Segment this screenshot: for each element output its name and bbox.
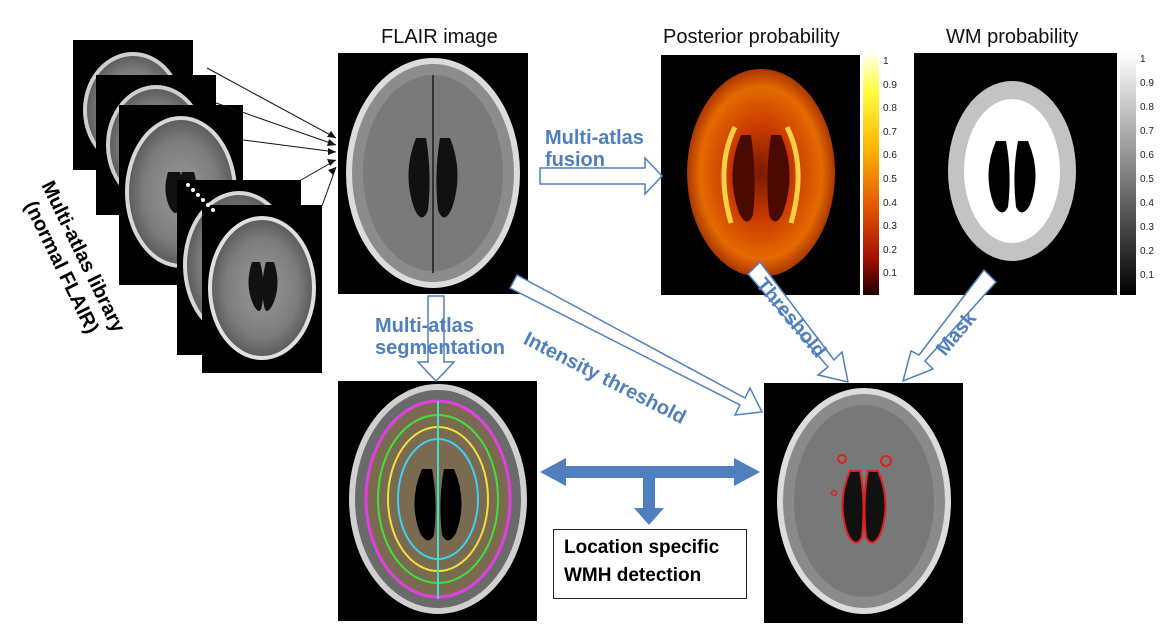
fusion-label-line1: Multi-atlas xyxy=(545,127,644,149)
colorbar-tick: 0.4 xyxy=(1140,198,1154,209)
colorbar-tick: 0.2 xyxy=(1140,246,1154,257)
wm-probability-panel xyxy=(914,53,1117,295)
fusion-label-line2: fusion xyxy=(545,149,605,171)
colorbar-tick: 0.6 xyxy=(1140,150,1154,161)
flair-image-panel xyxy=(338,53,528,294)
wmh-detection-panel xyxy=(764,383,963,623)
segmentation-arrow xyxy=(416,295,456,383)
colorbar-tick: 1 xyxy=(883,56,889,67)
wm-map xyxy=(948,81,1076,261)
fusion-label: Multi-atlas fusion xyxy=(545,127,644,171)
posterior-colorbar: 1 0.9 0.8 0.7 0.6 0.5 0.4 0.3 0.2 0.1 xyxy=(863,55,903,295)
fusion-arrow xyxy=(539,156,664,196)
posterior-probability-title: Posterior probability xyxy=(663,26,840,48)
bidirectional-arrow xyxy=(540,458,760,525)
wm-colorbar: 1 0.9 0.8 0.7 0.6 0.5 0.4 0.3 0.2 0.1 xyxy=(1120,53,1160,295)
segmentation-brain xyxy=(349,384,527,614)
wm-colorbar-gradient xyxy=(1120,53,1136,295)
colorbar-tick: 0.5 xyxy=(1140,174,1154,185)
flair-brain xyxy=(346,58,520,288)
wmh-brain xyxy=(777,388,951,614)
wm-probability-title: WM probability xyxy=(946,26,1079,48)
segmentation-label-line2: segmentation xyxy=(375,337,506,359)
colorbar-tick: 0.5 xyxy=(883,174,897,185)
result-box-line2: WMH detection xyxy=(564,565,702,586)
colorbar-tick: 0.9 xyxy=(1140,78,1154,89)
posterior-colorbar-gradient xyxy=(863,55,879,295)
segmentation-label: Multi-atlas segmentation xyxy=(375,315,505,359)
colorbar-tick: 0.2 xyxy=(883,244,897,256)
colorbar-tick: 0.3 xyxy=(1140,222,1154,233)
posterior-heatmap xyxy=(687,69,835,277)
colorbar-tick: 0.9 xyxy=(883,79,897,91)
colorbar-tick: 0.4 xyxy=(883,197,897,209)
location-specific-wmh-box: Location specific WMH detection xyxy=(553,529,747,599)
atlas-slice-5 xyxy=(202,205,322,373)
colorbar-tick: 0.3 xyxy=(883,221,897,233)
colorbar-tick: 0.7 xyxy=(1140,126,1154,137)
colorbar-tick: 0.8 xyxy=(1140,102,1154,113)
colorbar-tick: 0.1 xyxy=(883,268,897,280)
colorbar-tick: 0.1 xyxy=(1140,270,1154,281)
colorbar-tick: 0.6 xyxy=(883,150,897,162)
intensity-threshold-arrow xyxy=(508,273,764,416)
colorbar-tick: 0.8 xyxy=(883,103,897,115)
result-box-line1: Location specific xyxy=(564,537,720,558)
multi-atlas-segmentation-panel xyxy=(338,381,537,621)
colorbar-tick: 1 xyxy=(1140,54,1146,65)
mask-arrow xyxy=(901,268,998,383)
flair-image-title: FLAIR image xyxy=(381,26,498,48)
segmentation-label-line1: Multi-atlas xyxy=(375,315,474,337)
ellipsis-dots xyxy=(186,183,215,212)
threshold-arrow xyxy=(746,260,849,383)
posterior-probability-panel xyxy=(661,55,860,295)
colorbar-tick: 0.7 xyxy=(883,126,897,138)
